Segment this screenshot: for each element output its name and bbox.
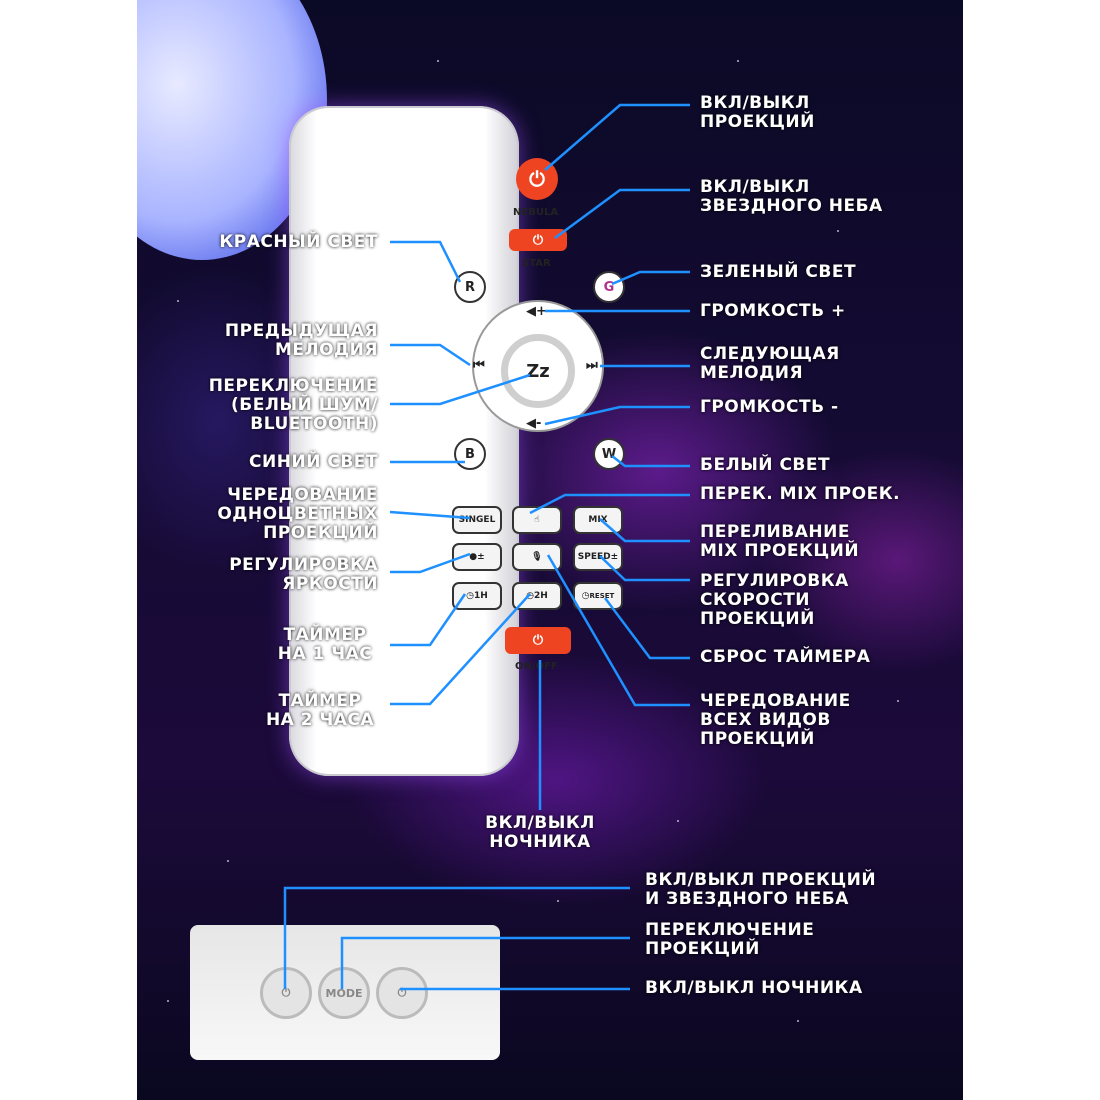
- brightness-icon: ●±: [469, 552, 485, 562]
- nightlight-power-button[interactable]: ⏻: [505, 627, 571, 654]
- speed-button[interactable]: SPEED±: [573, 543, 623, 571]
- label-speed: РЕГУЛИРОВКА СКОРОСТИ ПРОЕКЦИЙ: [700, 571, 849, 629]
- volume-down-icon[interactable]: ◀-: [526, 416, 542, 431]
- timer-reset-label: RESET: [589, 592, 615, 600]
- timer-1h-button[interactable]: ◷1H: [452, 582, 502, 610]
- blue-light-button[interactable]: B: [454, 438, 486, 470]
- label-timer-2h: ТАЙМЕР НА 2 ЧАСА: [265, 691, 375, 730]
- label-nebula-power: ВКЛ/ВЫКЛ ПРОЕКЦИЙ: [700, 93, 815, 132]
- label-white: БЕЛЫЙ СВЕТ: [700, 455, 831, 475]
- timer-1h-label: 1H: [474, 591, 488, 601]
- star-power-button[interactable]: ⏻: [509, 229, 567, 251]
- base-mode-button[interactable]: MODE: [318, 967, 370, 1019]
- label-switch-mode: ПЕРЕКЛЮЧЕНИЕ (БЕЛЫЙ ШУМ/ BLUETOOTH): [208, 376, 378, 434]
- label-prev: ПРЕДЫДУЩАЯ МЕЛОДИЯ: [224, 321, 378, 360]
- singel-button[interactable]: SINGEL: [452, 506, 502, 534]
- label-blue: СИНИЙ СВЕТ: [249, 452, 378, 472]
- timer-icon: ◷: [581, 591, 590, 601]
- remote-control: [289, 106, 519, 776]
- green-light-button[interactable]: G: [593, 271, 625, 303]
- label-all-cycle: ЧЕРЕДОВАНИЕ ВСЕХ ВИДОВ ПРОЕКЦИЙ: [700, 691, 851, 749]
- label-volume-up: ГРОМКОСТЬ +: [700, 301, 846, 321]
- next-track-icon[interactable]: ⏭: [586, 358, 598, 373]
- label-star-power: ВКЛ/ВЫКЛ ЗВЕЗДНОГО НЕБА: [700, 177, 883, 216]
- label-base-nightlight: ВКЛ/ВЫКЛ НОЧНИКА: [645, 978, 863, 998]
- timer-icon: ◷: [526, 591, 535, 601]
- label-brightness: РЕГУЛИРОВКА ЯРКОСТИ: [229, 555, 378, 594]
- white-light-button[interactable]: W: [593, 438, 625, 470]
- mic-icon: 🎙: [531, 552, 543, 562]
- mix-button[interactable]: MIX: [573, 506, 623, 534]
- timer-2h-label: 2H: [534, 591, 548, 601]
- timer-2h-button[interactable]: ◷2H: [512, 582, 562, 610]
- nebula-power-button[interactable]: ⏻: [516, 158, 558, 200]
- label-green: ЗЕЛЕНЫЙ СВЕТ: [700, 262, 857, 282]
- volume-up-icon[interactable]: ◀+: [526, 304, 547, 319]
- red-light-button[interactable]: R: [454, 271, 486, 303]
- label-timer-reset: СБРОС ТАЙМЕРА: [700, 647, 871, 667]
- label-next: СЛЕДУЮЩАЯ МЕЛОДИЯ: [700, 344, 840, 383]
- hand-icon: ☝: [534, 515, 540, 525]
- label-timer-1h: ТАЙМЕР НА 1 ЧАС: [277, 625, 373, 664]
- sleep-mode-button[interactable]: Zz: [501, 334, 575, 408]
- star-label: STAR: [522, 258, 551, 269]
- sleep-icon: Zz: [526, 360, 550, 382]
- label-mix-flow: ПЕРЕЛИВАНИЕ MIX ПРОЕКЦИЙ: [700, 522, 860, 561]
- timer-reset-button[interactable]: ◷RESET: [573, 582, 623, 610]
- label-base-mode: ПЕРЕКЛЮЧЕНИЕ ПРОЕКЦИЙ: [645, 920, 815, 959]
- label-nightlight: ВКЛ/ВЫКЛ НОЧНИКА: [485, 813, 595, 852]
- label-mix-switch: ПЕРЕК. MIX ПРОЕК.: [700, 484, 901, 504]
- timer-icon: ◷: [466, 591, 475, 601]
- label-red: КРАСНЫЙ СВЕТ: [219, 232, 378, 252]
- prev-track-icon[interactable]: ⏮: [473, 358, 485, 373]
- label-single-cycle: ЧЕРЕДОВАНИЕ ОДНОЦВЕТНЫХ ПРОЕКЦИЙ: [217, 485, 378, 543]
- label-volume-down: ГРОМКОСТЬ -: [700, 397, 839, 417]
- onoff-label: ON/OFF: [515, 661, 558, 672]
- label-base-power: ВКЛ/ВЫКЛ ПРОЕКЦИЙ И ЗВЕЗДНОГО НЕБА: [645, 870, 877, 909]
- nebula-label: NEBULA: [513, 207, 559, 218]
- base-nightlight-button[interactable]: ⏻: [376, 967, 428, 1019]
